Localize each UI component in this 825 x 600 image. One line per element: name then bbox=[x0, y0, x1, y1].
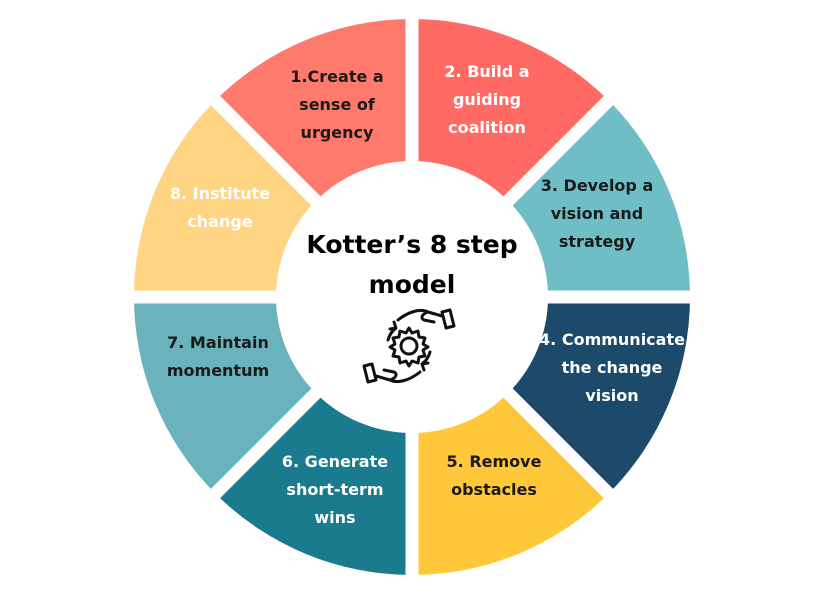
step-3-label: 3. Develop a vision and strategy bbox=[540, 176, 654, 251]
step-8-label: 8. Institute change bbox=[169, 184, 271, 231]
step-2-label: 2. Build a guiding coalition bbox=[444, 62, 530, 137]
step-6-label: 6. Generate short-term wins bbox=[281, 452, 389, 527]
center-circle bbox=[276, 161, 548, 433]
step-4-label: 4. Communicate the change vision bbox=[539, 330, 685, 405]
step-1-label: 1.Create a sense of urgency bbox=[290, 67, 384, 142]
step-5-label: 5. Remove obstacles bbox=[446, 452, 542, 499]
step-7-label: 7. Maintain momentum bbox=[166, 333, 270, 380]
diagram-title: Kotter’s 8 step model bbox=[306, 230, 518, 299]
